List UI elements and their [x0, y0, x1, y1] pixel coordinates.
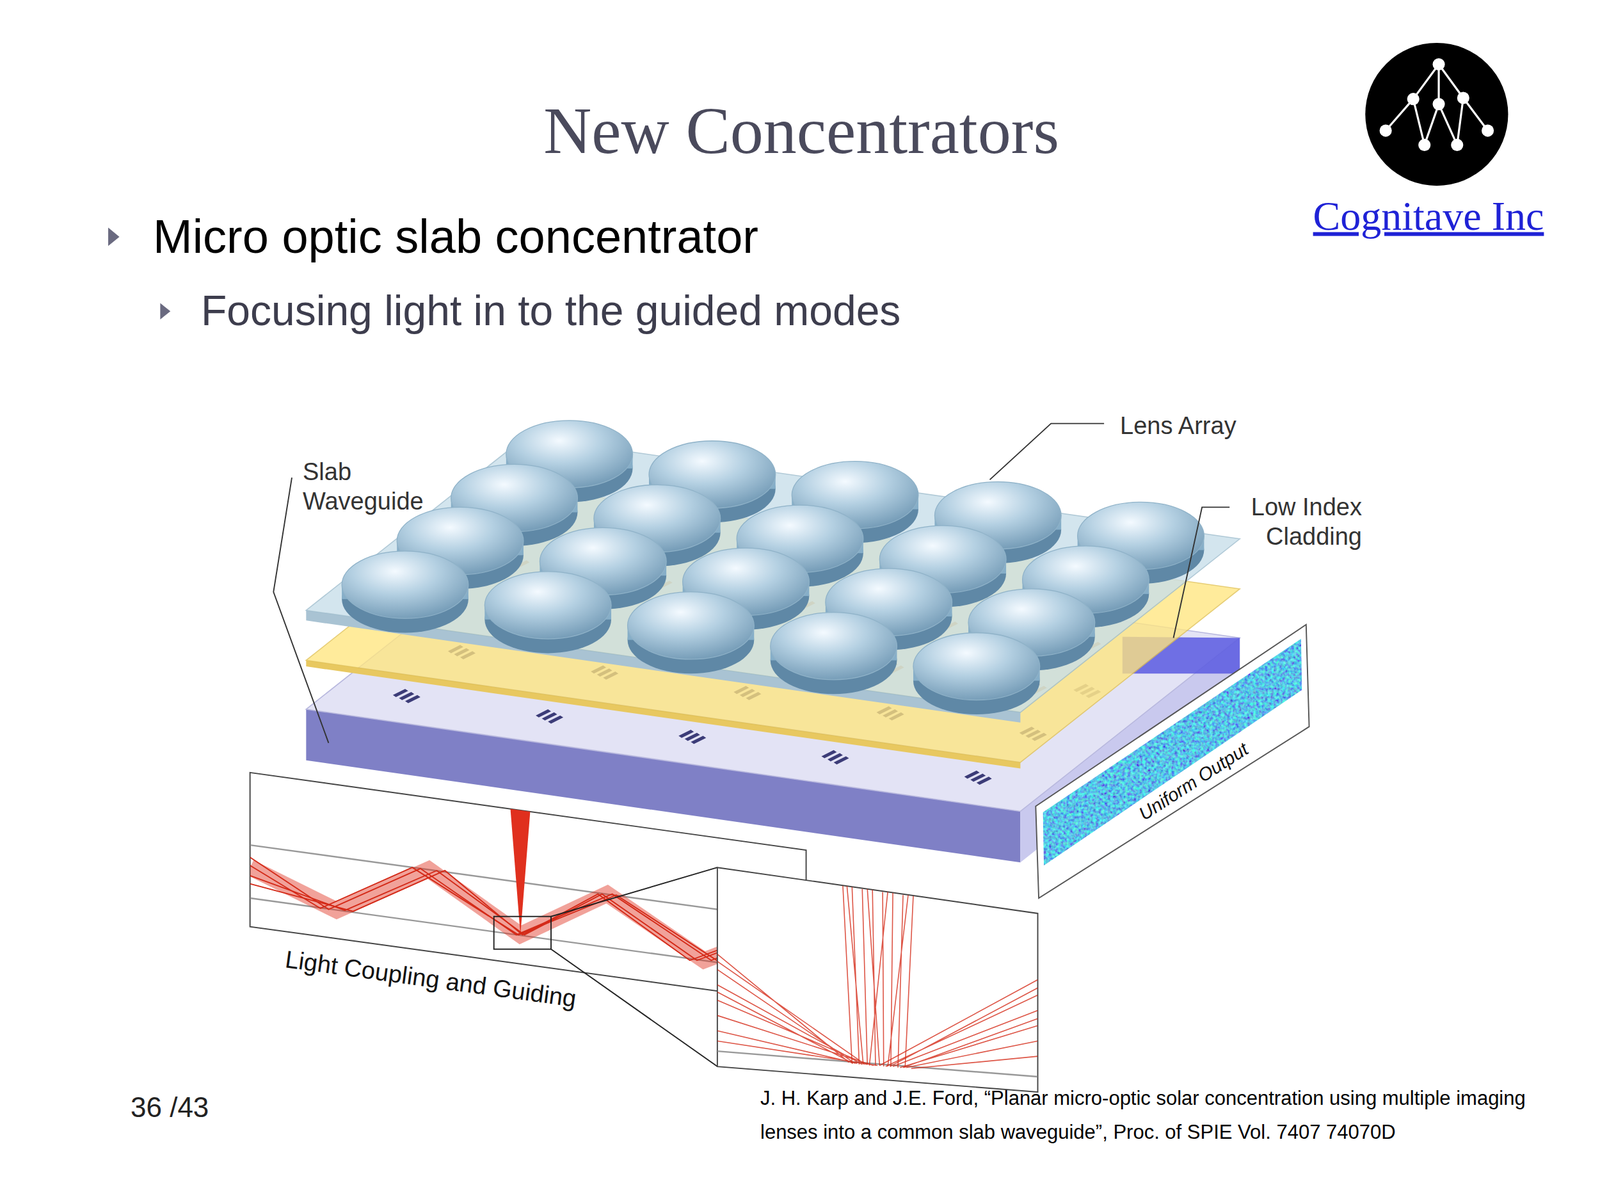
leader-line	[273, 423, 1230, 744]
company-logo	[1432, 97, 1445, 111]
zoom-inset	[717, 867, 1039, 1092]
coupling-inset	[250, 870, 797, 960]
part-label: Low Index Cladding	[1230, 492, 1362, 552]
sub-bullet-text: Focusing light in to the guided modes	[200, 285, 901, 336]
slab-waveguide	[392, 688, 421, 703]
lens-array	[305, 420, 1240, 723]
slab-waveguide	[821, 750, 849, 765]
leader-line	[1173, 506, 1231, 638]
page-number: 36 /43	[130, 1090, 209, 1125]
company-logo	[1407, 92, 1420, 105]
lens-array	[305, 436, 1240, 712]
bullet-marker	[160, 303, 171, 320]
slab-waveguide	[678, 729, 706, 744]
leader-line	[273, 477, 329, 744]
slab-waveguide	[964, 770, 992, 785]
bullet-text: Micro optic slab concentrator	[152, 208, 759, 266]
coupling-inset	[510, 806, 531, 936]
output-panel	[1020, 612, 1327, 888]
zoom-inset	[717, 954, 878, 1066]
zoom-inset	[842, 885, 914, 1068]
slide-title: New Concentrators	[543, 90, 1060, 171]
company-logo	[1385, 64, 1488, 145]
low-index-cladding	[305, 487, 1240, 763]
output-panel	[1020, 612, 1327, 888]
zoom-inset	[717, 885, 1039, 1069]
zoom-line	[551, 867, 718, 917]
zoom-inset	[879, 979, 1038, 1069]
part-label: Slab Waveguide	[302, 457, 424, 516]
lens-array	[627, 592, 755, 674]
output-panel	[1020, 612, 1327, 898]
lens-array	[341, 551, 469, 633]
zoom-line	[551, 949, 718, 1067]
citation: J. H. Karp and J.E. Ford, “Planar micro-…	[760, 1081, 1577, 1149]
company-logo	[1379, 124, 1392, 137]
company-logo	[1365, 42, 1508, 186]
bullet-marker	[108, 227, 120, 247]
zoom-box	[494, 916, 552, 950]
part-label: Lens Array	[1120, 411, 1237, 441]
company-logo	[1432, 58, 1445, 71]
company-logo	[1379, 58, 1495, 152]
lens-array	[484, 571, 612, 654]
zoom-inset	[717, 1050, 1039, 1077]
company-name: Cognitave Inc	[1313, 192, 1545, 242]
company-logo	[1457, 91, 1470, 104]
lens-array	[770, 612, 898, 695]
zoom-inset	[717, 867, 1039, 1092]
leader-line	[990, 423, 1105, 480]
company-logo	[1450, 138, 1464, 152]
lens-array	[913, 632, 1040, 715]
company-logo	[1481, 124, 1494, 137]
slab-waveguide	[535, 709, 564, 724]
zoom-inset	[717, 885, 1039, 1077]
company-logo	[1365, 42, 1508, 186]
company-logo	[1385, 64, 1488, 145]
company-logo	[1418, 138, 1431, 152]
